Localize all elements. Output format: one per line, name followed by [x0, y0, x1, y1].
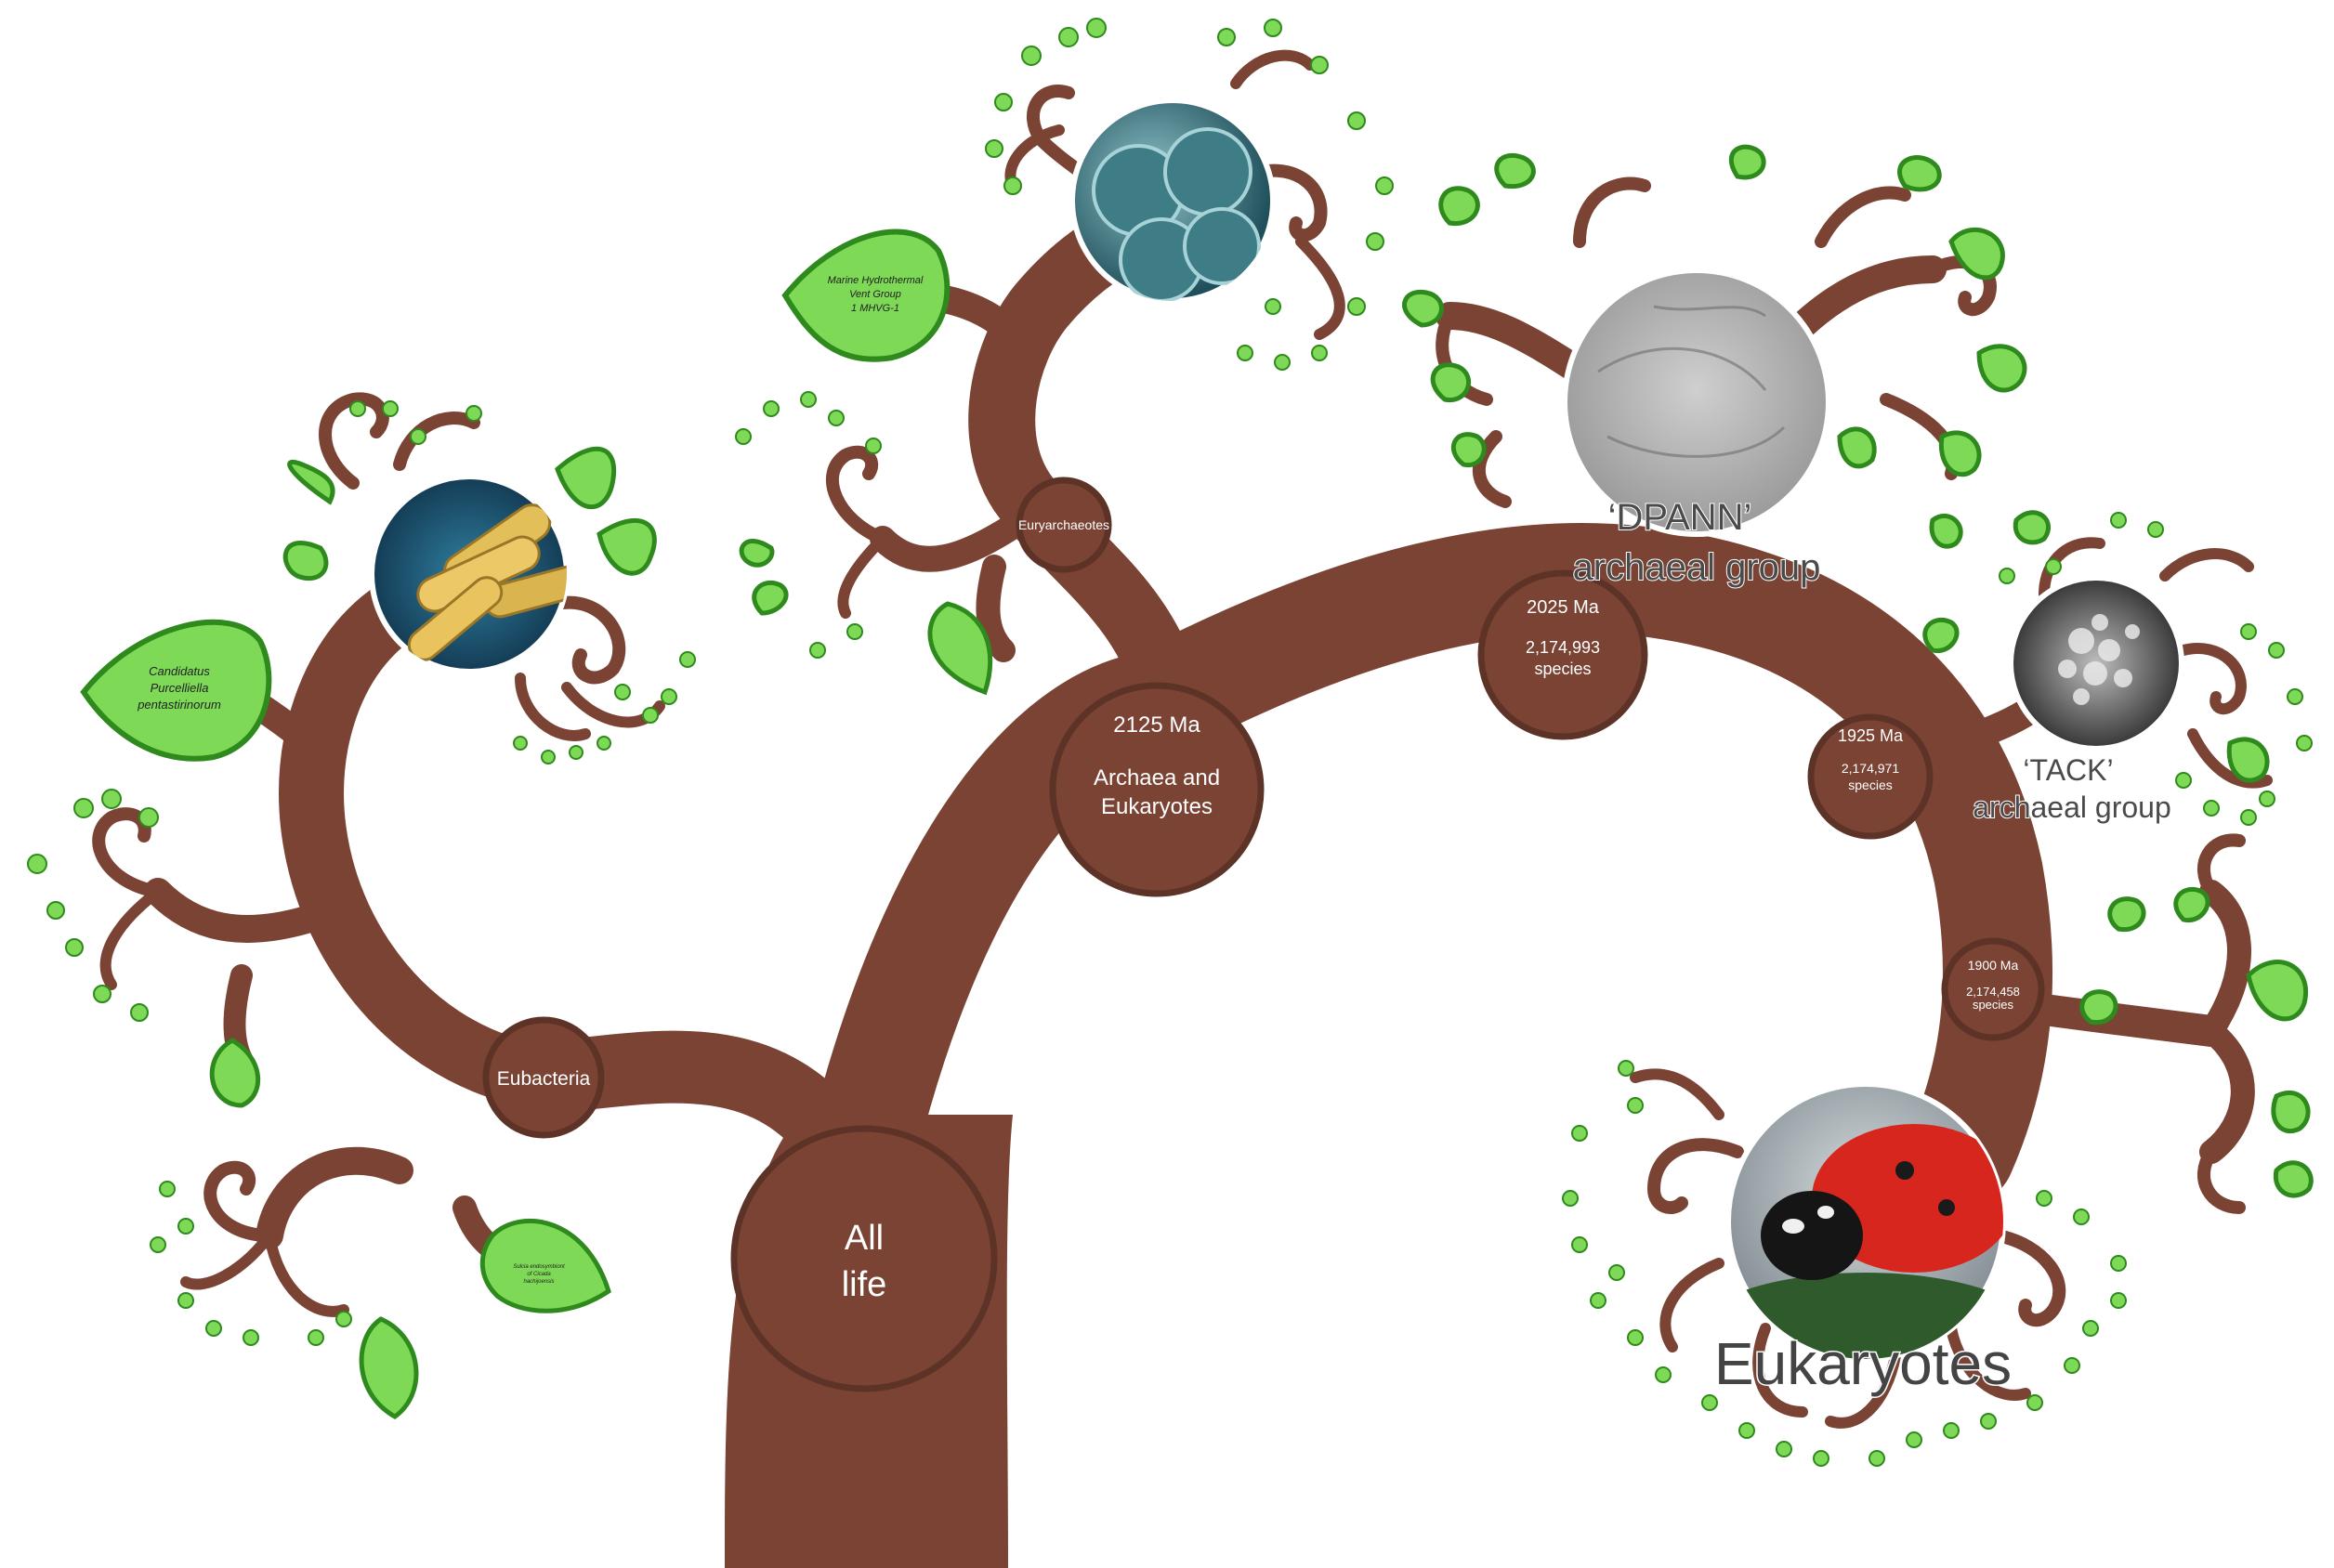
endosymbiont-line-1: Sulcia endosymbiont — [513, 1264, 565, 1270]
dpann-line-2: archaeal group — [1573, 547, 1821, 588]
node-all-life: All life — [730, 1125, 998, 1392]
node-1925-species: 2,174,971 — [1842, 761, 1899, 776]
mhvg-line-3: 1 MHVG-1 — [851, 303, 899, 314]
decorative-spirals — [92, 49, 2273, 1429]
candidatus-line-3: pentastirinorum — [137, 698, 221, 712]
eukaryotes-text: Eukaryotes — [1714, 1330, 2012, 1397]
endosymbiont-line-2: of Cicada — [527, 1272, 551, 1277]
endosymbiont-line-3: hachijoensis — [523, 1279, 554, 1285]
tack-label: ‘TACK’ archaeal group — [1972, 752, 2171, 825]
dpann-photo — [1562, 268, 1831, 537]
node-euryarchaeotes: Euryarchaeotes — [1016, 477, 1112, 573]
node-2025-unit: species — [1534, 660, 1591, 678]
archaea-eukaryotes-age: 2125 Ma — [1113, 712, 1200, 738]
mhvg-line-1: Marine Hydrothermal — [828, 275, 924, 286]
dpann-label: ‘DPANN’ archaeal group — [1572, 496, 1822, 589]
eubacteria-label: Eubacteria — [497, 1068, 591, 1090]
node-2025-species: 2,174,993 — [1526, 638, 1600, 657]
node-eubacteria: Eubacteria — [482, 1016, 605, 1139]
node-archaea-eukaryotes: 2125 Ma Archaea and Eukaryotes — [1049, 682, 1265, 897]
leaf-candidatus: Candidatus Purcelliella pentastirinorum — [80, 619, 272, 762]
node-1925: 1925 Ma 2,174,971 species — [1807, 713, 1934, 840]
all-life-word-1: All — [845, 1219, 884, 1258]
node-1925-unit: species — [1848, 777, 1892, 792]
node-1900-age: 1900 Ma — [1968, 958, 2019, 973]
archaea-eukaryotes-line-1: Archaea and — [1094, 765, 1220, 791]
node-1900: 1900 Ma 2,174,458 species — [1941, 937, 2045, 1041]
euryarchaeotes-label: Euryarchaeotes — [1018, 517, 1109, 532]
candidatus-line-2: Purcelliella — [151, 681, 209, 695]
bacteria-photo — [369, 474, 570, 674]
tack-line-1: ‘TACK’ — [2023, 753, 2113, 787]
node-1900-unit: species — [1973, 998, 2014, 1012]
node-2025: 2025 Ma 2,174,993 species — [1477, 569, 1648, 740]
node-1925-age: 1925 Ma — [1838, 726, 1904, 745]
leaf-endosymbiont: Sulcia endosymbiont of Cicada hachijoens… — [479, 1218, 611, 1313]
euryarchaeote-photo — [1069, 98, 1276, 304]
leaves — [209, 144, 2314, 1419]
archaea-eukaryotes-line-2: Eukaryotes — [1101, 794, 1213, 819]
mhvg-line-2: Vent Group — [849, 289, 901, 300]
ladybird-photo — [1725, 1081, 2006, 1362]
node-1900-species: 2,174,458 — [1966, 985, 2020, 999]
eukaryotes-label: Eukaryotes — [1712, 1329, 2013, 1399]
leaf-buds — [27, 18, 2313, 1467]
tack-photo — [2008, 575, 2184, 751]
candidatus-line-1: Candidatus — [149, 664, 210, 678]
all-life-word-2: life — [842, 1265, 887, 1304]
dpann-line-1: ‘DPANN’ — [1608, 497, 1752, 538]
node-2025-age: 2025 Ma — [1527, 597, 1600, 618]
leaf-mhvg: Marine Hydrothermal Vent Group 1 MHVG-1 — [781, 229, 951, 362]
tack-line-2: archaeal group — [1973, 791, 2170, 824]
